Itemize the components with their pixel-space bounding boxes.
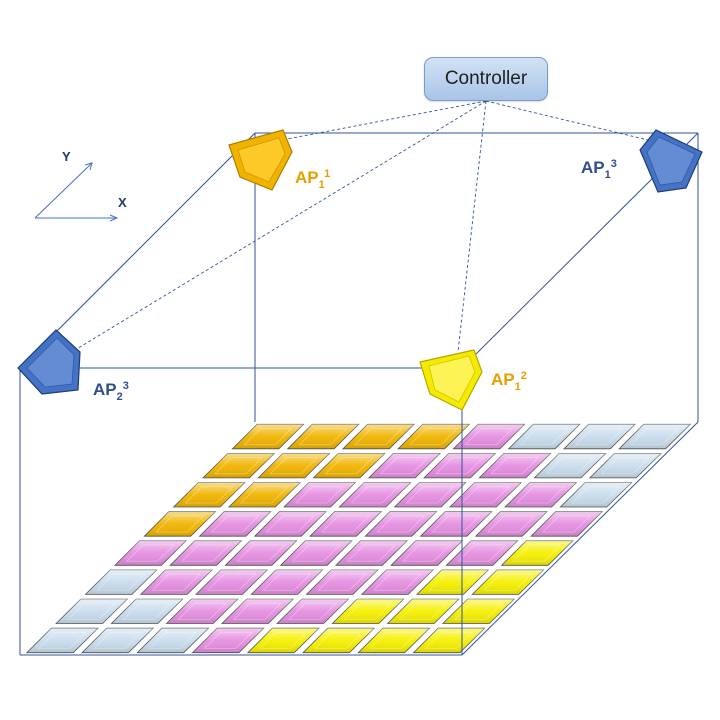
link-to-ap-1-1: [281, 100, 487, 141]
floor-tile-yellow: [386, 598, 460, 624]
ap-2-3-icon[interactable]: [17, 329, 81, 395]
floor-tile-yellow: [412, 627, 486, 654]
floor-tile-yellow: [500, 540, 574, 566]
floor-tile-pink: [305, 569, 379, 595]
y-axis-label: Y: [62, 149, 71, 164]
floor-tile-orange: [257, 453, 331, 479]
floor-tile-light-blue: [84, 569, 158, 595]
floor-tile-orange: [143, 511, 217, 537]
floor-tile-pink: [165, 598, 239, 624]
floor-tile-yellow: [416, 569, 490, 595]
ap-1-2-icon[interactable]: [419, 349, 483, 411]
floor-tile-orange: [202, 453, 276, 479]
floor-tile-pink: [419, 511, 493, 537]
floor-tile-yellow: [441, 598, 515, 624]
floor-tile-pink: [198, 511, 272, 537]
floor-tile-pink: [283, 482, 357, 508]
floor-tile-light-blue: [55, 598, 129, 624]
floor-tile-pink: [279, 540, 353, 566]
floor-tile-pink: [452, 423, 526, 450]
floor-tile-pink: [364, 511, 438, 537]
floor-tile-pink: [224, 540, 298, 566]
ap-1-3-icon[interactable]: [639, 129, 703, 193]
floor-tile-light-blue: [110, 598, 184, 624]
floor-tile-light-blue: [618, 423, 692, 450]
floor-tile-yellow: [357, 627, 431, 654]
floor-tile-orange: [397, 423, 471, 450]
floor-tile-orange: [341, 423, 415, 450]
floor-tile-orange: [227, 482, 301, 508]
axis-indicator: [34, 162, 119, 222]
floor-tile-pink: [530, 511, 604, 537]
ap-1-3-label: AP13: [581, 158, 617, 181]
floor-tile-pink: [448, 482, 522, 508]
floor-tile-pink: [338, 482, 412, 508]
floor-tile-pink: [309, 511, 383, 537]
floor-tile-pink: [423, 453, 497, 479]
floor-tile-pink: [191, 627, 265, 654]
ap-1-2-label: AP12: [491, 370, 527, 393]
controller-label: Controller: [444, 68, 528, 89]
floor-tile-pink: [253, 511, 327, 537]
floor-tile-orange: [172, 482, 246, 508]
floor-tile-pink: [113, 540, 187, 566]
floor-tile-pink: [478, 453, 552, 479]
ap-1-1-icon[interactable]: [228, 129, 293, 191]
y-axis-arrow: [34, 162, 93, 219]
floor-tile-orange: [231, 423, 305, 450]
floor-tile-light-blue: [559, 482, 633, 508]
x-axis-label: X: [118, 195, 127, 210]
controller-links: [74, 100, 649, 353]
floor-tile-pink: [445, 540, 519, 566]
controller-box[interactable]: Controller: [424, 57, 548, 101]
floor-tile-pink: [367, 453, 441, 479]
floor-tile-yellow: [246, 627, 320, 654]
floor-tile-pink: [220, 598, 294, 624]
floor-tile-grid: [25, 423, 692, 654]
floor-tile-pink: [393, 482, 467, 508]
floor-tile-light-blue: [81, 627, 155, 654]
ap-1-1-label: AP11: [295, 168, 330, 191]
floor-tile-pink: [250, 569, 324, 595]
floor-tile-light-blue: [533, 453, 607, 479]
floor-tile-light-blue: [507, 423, 581, 450]
floor-tile-yellow: [471, 569, 545, 595]
floor-tile-pink: [334, 540, 408, 566]
link-to-ap-1-2: [457, 100, 487, 353]
floor-tile-pink: [474, 511, 548, 537]
link-to-ap-1-3: [485, 100, 649, 141]
floor-tile-yellow: [302, 627, 376, 654]
floor-tile-pink: [276, 598, 350, 624]
floor-tile-pink: [360, 569, 434, 595]
floor-tile-pink: [195, 569, 269, 595]
floor-tile-pink: [504, 482, 578, 508]
floor-tile-orange: [286, 423, 360, 450]
floor-tile-orange: [312, 453, 386, 479]
ap-2-3-label: AP23: [93, 380, 129, 403]
floor-tile-light-blue: [562, 423, 636, 450]
floor-tile-pink: [139, 569, 213, 595]
floor-tile-yellow: [331, 598, 405, 624]
floor-tile-light-blue: [136, 627, 210, 654]
floor-tile-pink: [169, 540, 243, 566]
floor-tile-light-blue: [588, 453, 662, 479]
floor-tile-light-blue: [25, 627, 99, 654]
